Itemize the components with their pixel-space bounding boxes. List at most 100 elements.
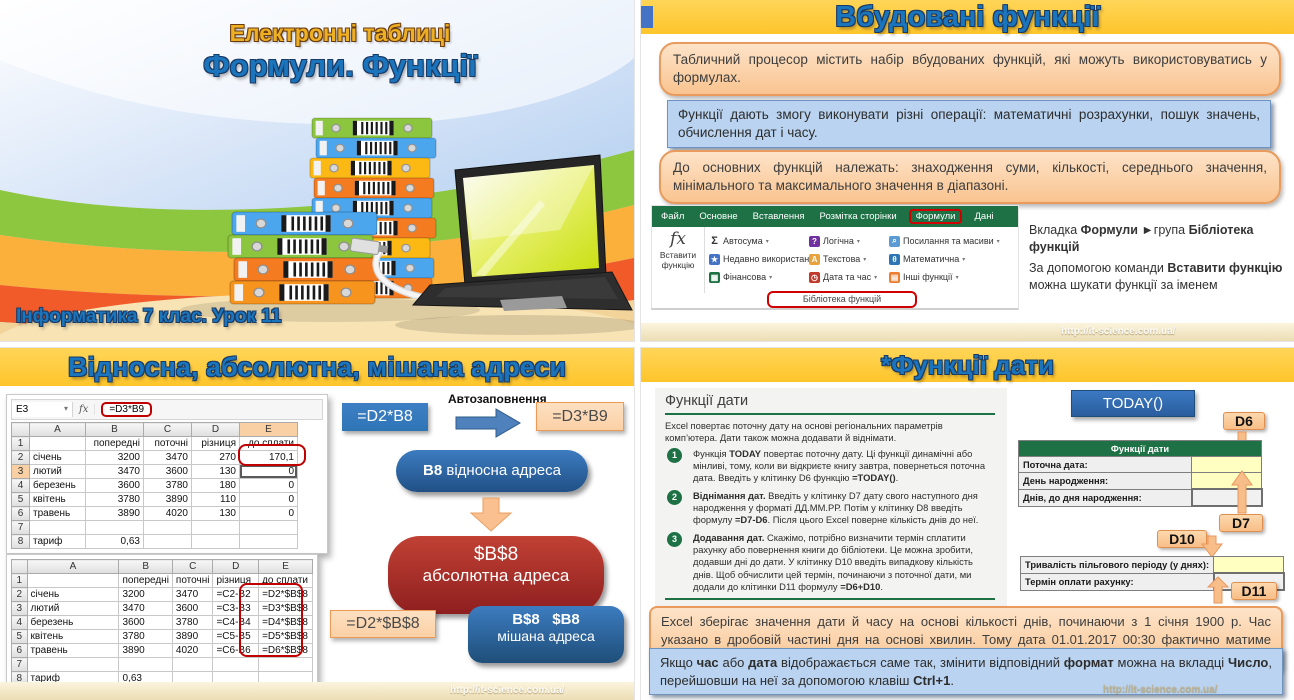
sheet-cell[interactable]: травень [26,643,120,658]
sheet-cell[interactable]: 3780 [143,478,192,493]
tab-formulas[interactable]: Формули [908,209,963,224]
sheet-cell[interactable]: 130 [191,506,240,521]
sheet-cell[interactable]: =D6*$B$8 [258,643,313,658]
tab-data[interactable]: Дані [974,211,994,222]
sheet-cell[interactable]: =C3-B3 [212,601,260,616]
sheet-cell[interactable] [26,573,120,588]
sheet-cell[interactable]: 3780 [171,615,214,630]
sheet-cell[interactable]: попередні [118,573,173,588]
sheet-cell[interactable]: =C5-B5 [212,629,260,644]
sheet-cell[interactable] [239,534,298,549]
input-cell[interactable] [1191,456,1262,473]
sheet-cell[interactable]: 170,1 [239,450,298,465]
more-functions-button[interactable]: ▤ Інші функції▾ [889,271,959,283]
sheet-cell[interactable] [171,657,214,672]
sheet-cell[interactable]: поточні [143,436,192,451]
sheet-cell[interactable] [191,534,240,549]
sheet-cell[interactable] [26,657,120,672]
sheet-cell[interactable]: тариф [29,534,86,549]
sheet-cell[interactable]: поточні [171,573,214,588]
col-header: B [85,422,144,437]
financial-button[interactable]: ▦ Фінансова▾ [709,271,773,283]
sheet-cell[interactable] [212,657,260,672]
sheet-cell[interactable]: =D5*$B$8 [258,629,313,644]
sheet-cell[interactable] [118,657,173,672]
input-cell[interactable] [1213,556,1285,574]
sheet-cell[interactable] [29,436,86,451]
sheet-cell[interactable]: 3200 [118,587,173,602]
tab-page-layout[interactable]: Розмітка сторінки [819,211,897,222]
sheet-cell[interactable]: =D2*$B$8 [258,587,313,602]
sheet-cell[interactable]: до сплати [239,436,298,451]
sheet-cell[interactable]: 3600 [143,464,192,479]
sheet-cell[interactable]: 3780 [85,492,144,507]
sheet-cell[interactable]: 0,63 [85,534,144,549]
sheet-cell[interactable] [239,520,298,535]
sheet-cell[interactable] [143,520,192,535]
sheet-cell[interactable]: 4020 [171,643,214,658]
text-button[interactable]: A Текстова▾ [809,250,889,268]
slide-built-in-functions: Вбудовані функції Табличний процесор міс… [641,0,1294,341]
sheet-cell[interactable]: 110 [191,492,240,507]
sheet-cell[interactable]: 0 [239,492,298,507]
sheet-cell[interactable]: 3600 [85,478,144,493]
recently-used-button[interactable]: ★ Недавно використані▾ [709,253,809,265]
sheet-cell[interactable]: 0 [239,464,298,479]
sheet-cell[interactable]: 3470 [171,587,214,602]
tab-file[interactable]: Файл [661,211,685,222]
sheet-cell[interactable] [29,520,86,535]
insert-function-button[interactable]: fx Вставити функцію [652,227,705,293]
sheet-cell[interactable]: 3600 [171,601,214,616]
sheet-cell[interactable]: 270 [191,450,240,465]
sheet-cell[interactable]: 0 [239,478,298,493]
sheet-cell[interactable] [191,520,240,535]
sheet-cell[interactable]: лютий [26,601,120,616]
sheet-cell[interactable]: березень [26,615,120,630]
sheet-cell[interactable] [258,657,313,672]
sheet-cell[interactable]: січень [29,450,86,465]
autosum-button[interactable]: Σ Автосума▾ [709,232,809,250]
sheet-cell[interactable]: попередні [85,436,144,451]
sheet-cell[interactable]: 3470 [85,464,144,479]
sheet-cell[interactable]: 0 [239,506,298,521]
watermark-url: http://it-science.com.ua/ [1103,684,1218,695]
sheet-cell[interactable]: квітень [29,492,86,507]
sheet-cell[interactable]: 130 [191,464,240,479]
sheet-cell[interactable]: березень [29,478,86,493]
tab-insert[interactable]: Вставлення [752,211,805,222]
sheet-cell[interactable]: 3600 [118,615,173,630]
sheet-cell[interactable]: травень [29,506,86,521]
sheet-cell[interactable]: 3890 [85,506,144,521]
sheet-cell[interactable]: квітень [26,629,120,644]
date-time-button[interactable]: ◷ Дата та час▾ [809,271,878,283]
sheet-cell[interactable] [85,520,144,535]
sheet-cell[interactable]: різниця [212,573,260,588]
sheet-cell[interactable]: 3470 [118,601,173,616]
sheet-cell[interactable]: =D3*$B$8 [258,601,313,616]
sheet-cell[interactable]: 3890 [143,492,192,507]
sheet-cell[interactable]: до сплати [258,573,313,588]
sheet-cell[interactable]: січень [26,587,120,602]
lookup-reference-button[interactable]: ⌕ Посилання та масиви▾ [889,232,1005,250]
sheet-cell[interactable]: лютий [29,464,86,479]
name-box[interactable]: E3 ▾ [12,402,73,417]
today-function-button[interactable]: TODAY() [1071,390,1195,417]
sheet-cell[interactable]: 3780 [118,629,173,644]
sheet-cell[interactable]: 4020 [143,506,192,521]
sheet-cell[interactable]: 3890 [171,629,214,644]
sheet-cell[interactable]: 3890 [118,643,173,658]
sheet-cell[interactable]: 3470 [143,450,192,465]
logical-button[interactable]: ? Логічна▾ [809,232,889,250]
sheet-cell[interactable]: =D4*$B$8 [258,615,313,630]
sheet-cell[interactable]: різниця [191,436,240,451]
sheet-cell[interactable] [143,534,192,549]
name-box-caret-icon[interactable]: ▾ [63,404,68,413]
sheet-cell[interactable]: =C6-B6 [212,643,260,658]
sheet-cell[interactable]: 3200 [85,450,144,465]
sheet-cell[interactable]: =C4-B4 [212,615,260,630]
sheet-cell[interactable]: 180 [191,478,240,493]
sheet-cell[interactable]: =C2-B2 [212,587,260,602]
divider [665,413,995,415]
math-button[interactable]: θ Математична▾ [889,250,1005,268]
tab-home[interactable]: Основне [699,211,738,222]
